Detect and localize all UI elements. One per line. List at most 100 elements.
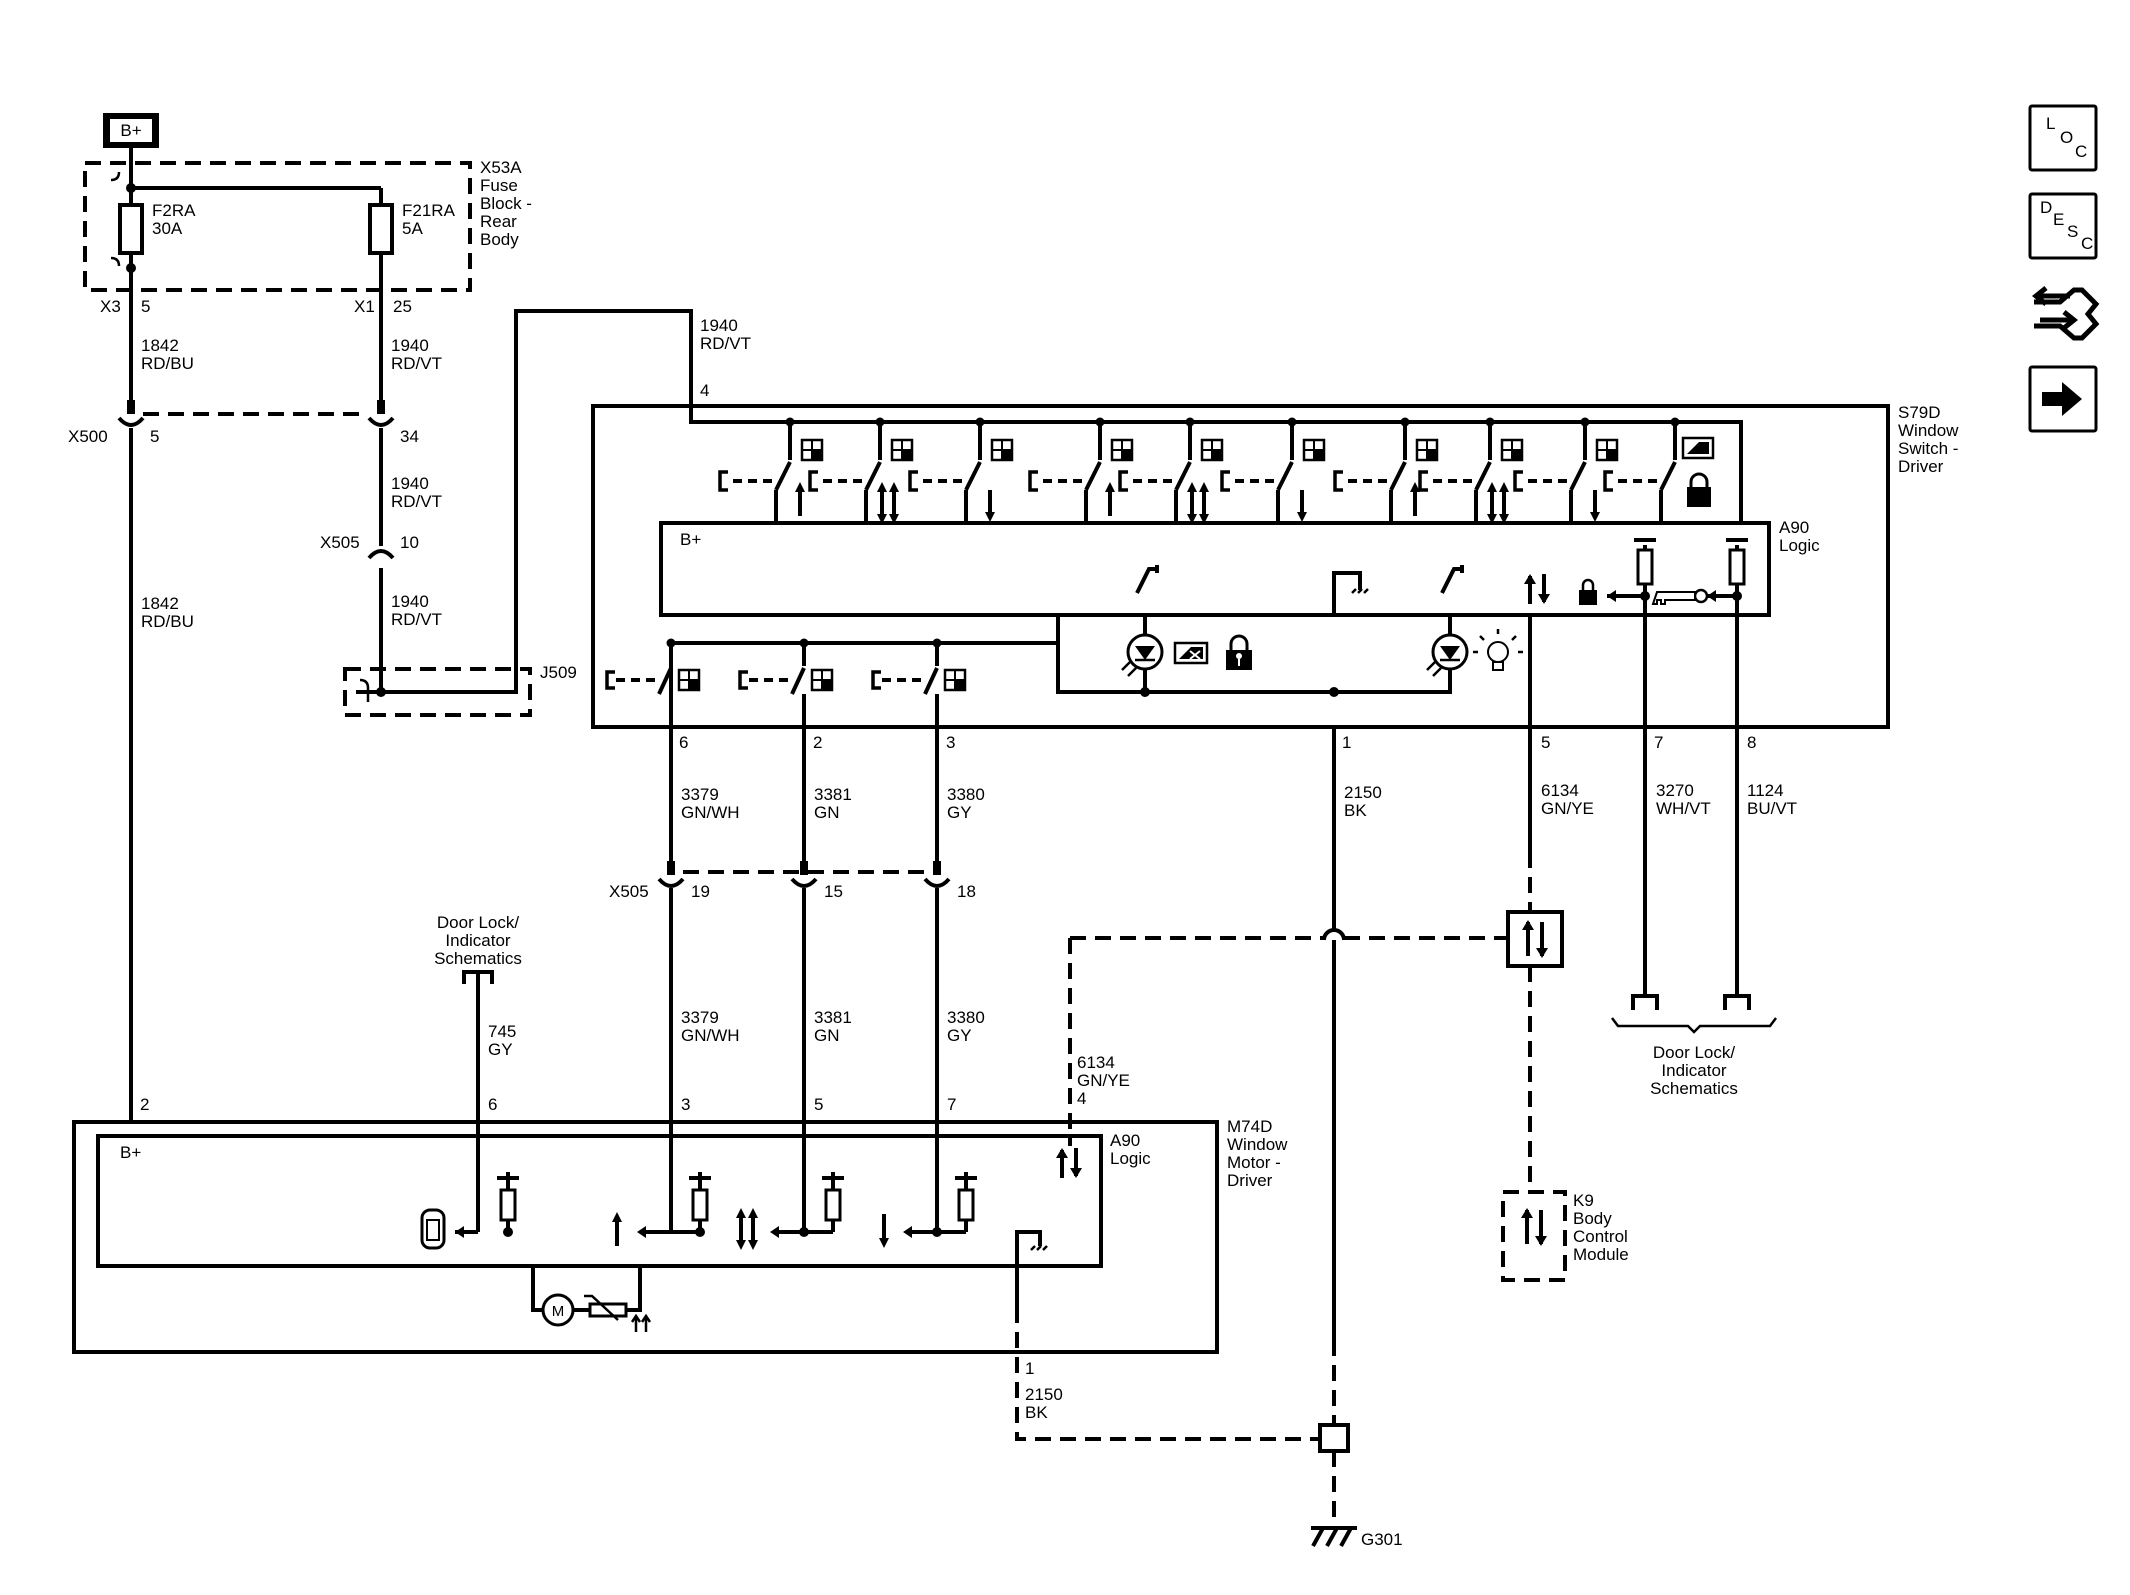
- wires-3270-1124: 3270 WH/VT 1124 BU/VT Door Lock/ Indicat…: [1611, 781, 1797, 1098]
- switch-pin-5: 5: [1541, 733, 1550, 752]
- body-control-module: K9 Body Control Module: [1501, 1190, 1629, 1282]
- wires-switch-to-motor: 3379 GN/WH 3381 GN 3380 GY X505 19 15 18…: [609, 727, 985, 1232]
- j509-name: J509: [540, 663, 577, 682]
- motor-module: B+ A90 Logic M74D Window Motor - Driver …: [72, 1095, 1288, 1354]
- fuse2-name: F21RA: [402, 201, 456, 220]
- motor-serial-pin: 4: [1077, 1089, 1086, 1108]
- wire-1940-color-c: RD/VT: [391, 610, 442, 629]
- door-lock-left-2: Indicator: [445, 931, 511, 950]
- door-lock-right-3: Schematics: [1650, 1079, 1738, 1098]
- desc-letter-1: D: [2040, 198, 2052, 217]
- desc-letter-4: C: [2081, 234, 2093, 253]
- switch-pin-7: 7: [1654, 733, 1663, 752]
- switch-module: B+ A90 Logic S79D Window Switch - Driver: [591, 403, 1959, 806]
- x505-pin-15: 15: [824, 882, 843, 901]
- motor-logic-ref: A90: [1110, 1131, 1140, 1150]
- switch-input-pin: 4: [700, 381, 709, 400]
- wire-1940-color-a: RD/VT: [391, 354, 442, 373]
- switch-logic-name: Logic: [1779, 536, 1820, 555]
- door-lock-left-1: Door Lock/: [437, 913, 519, 932]
- fuse-conn2: X1: [354, 297, 375, 316]
- express-arrows-icon: [736, 1208, 758, 1250]
- switch-pins: 6 2 3 1 5 7 8: [679, 733, 1756, 752]
- fuse-block: F2RA 30A F21RA 5A X53A Fuse Block - Rear…: [83, 148, 532, 316]
- switch-logic-ref: A90: [1779, 518, 1809, 537]
- switch-contact: [908, 417, 1014, 523]
- next-page-button[interactable]: [2028, 365, 2098, 433]
- wire-1940-color-b: RD/VT: [391, 492, 442, 511]
- location-view-button[interactable]: L O C: [2028, 104, 2098, 172]
- wire-3381-color-a: GN: [814, 803, 840, 822]
- switch-contact: [1028, 417, 1134, 523]
- motor-module-name-1: Window: [1227, 1135, 1288, 1154]
- motor-module-name-3: Driver: [1227, 1171, 1273, 1190]
- illumination-bulb-icon: [1473, 629, 1523, 671]
- motor-pin-6: 6: [488, 1095, 497, 1114]
- window-lock-symbol-icon: [1173, 641, 1209, 665]
- key-icon: [1651, 588, 1709, 605]
- wire-3379-color-a: GN/WH: [681, 803, 740, 822]
- switch-contact: [1513, 417, 1619, 523]
- remote-switch-contact: [738, 638, 834, 727]
- wire-3380-color-b: GY: [947, 1026, 972, 1045]
- wire-3380-circuit-b: 3380: [947, 1008, 985, 1027]
- connector-end-view-button[interactable]: [2031, 286, 2100, 341]
- switch-contact: [1118, 417, 1224, 524]
- logic-ground-icon: [1351, 588, 1369, 594]
- fuse1-name: F2RA: [152, 201, 196, 220]
- wire-3381-circuit-b: 3381: [814, 1008, 852, 1027]
- switch-logic-bplus: B+: [680, 530, 701, 549]
- window-position-icon: [1595, 438, 1619, 462]
- wire-1842-circuit-bottom: 1842: [141, 594, 179, 613]
- motor-logic-name: Logic: [1110, 1149, 1151, 1168]
- window-position-icon: [1200, 438, 1224, 462]
- bcm-ref: K9: [1573, 1191, 1594, 1210]
- wire-3379-circuit-b: 3379: [681, 1008, 719, 1027]
- indicator-lamp-2-icon: [1426, 633, 1469, 677]
- ground-splice-icon: [1318, 1423, 1350, 1453]
- wire-3379-color-b: GN/WH: [681, 1026, 740, 1045]
- window-position-icon: [1500, 438, 1524, 462]
- power-source-bplus: B+: [103, 113, 159, 148]
- child-lock-icon: [1226, 634, 1252, 670]
- connector-x500: X500 5 34: [68, 412, 419, 446]
- motor-pin-7: 7: [947, 1095, 956, 1114]
- motor-pin-2: 2: [140, 1095, 149, 1114]
- wire-3381-color-b: GN: [814, 1026, 840, 1045]
- description-view-button[interactable]: D E S C: [2028, 192, 2098, 260]
- switch-contact: [1220, 417, 1326, 523]
- indicator-lamp-1-icon: [1121, 633, 1164, 677]
- ground-g301-icon: [1311, 1527, 1353, 1547]
- x505-pin-18: 18: [957, 882, 976, 901]
- serial-data-icon: [1524, 574, 1550, 604]
- window-position-icon: [1415, 438, 1439, 462]
- switch-contact: [808, 417, 914, 524]
- wire-6134-color-b: GN/YE: [1077, 1071, 1130, 1090]
- wire-1842-color-top: RD/BU: [141, 354, 194, 373]
- next-arrow-icon: [2042, 382, 2082, 416]
- fuse-pin2: 25: [393, 297, 412, 316]
- switch-pin-6: 6: [679, 733, 688, 752]
- wire-1842: 1842 RD/BU 1842 RD/BU: [117, 302, 194, 1122]
- switch-internal-contact-icon: [1135, 565, 1159, 594]
- remote-window-switches: [605, 638, 967, 727]
- window-position-icon: [943, 668, 967, 692]
- door-lock-right-2: Indicator: [1661, 1061, 1727, 1080]
- loc-letter-3: C: [2075, 142, 2087, 161]
- wire-1940-color-d: RD/VT: [700, 334, 751, 353]
- wire-745-circuit: 745: [488, 1022, 516, 1041]
- motor-symbol: M: [552, 1303, 565, 1320]
- motor-module-ref: M74D: [1227, 1117, 1272, 1136]
- wire-6134-color-a: GN/YE: [1541, 799, 1594, 818]
- desc-letter-2: E: [2053, 210, 2064, 229]
- window-position-icon: [810, 668, 834, 692]
- fuse2-rating: 5A: [402, 219, 423, 238]
- x500-name: X500: [68, 427, 108, 446]
- wire-1842-circuit-top: 1842: [141, 336, 179, 355]
- fuse1-rating: 30A: [152, 219, 183, 238]
- fuse-block-name-1: Fuse: [480, 176, 518, 195]
- fuse-block-name-3: Rear: [480, 212, 517, 231]
- door-lock-reference-left: Door Lock/ Indicator Schematics 745 GY: [434, 913, 522, 1232]
- wire-6134: 6134 GN/YE 6134 GN/YE 4: [1068, 781, 1594, 1190]
